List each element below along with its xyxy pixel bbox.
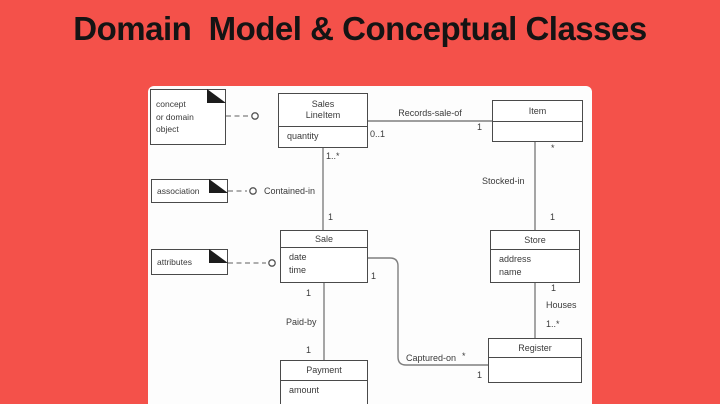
class-name-line: Sale: [314, 233, 333, 244]
class-attributes: [489, 358, 581, 382]
note-attributes: attributes: [151, 249, 228, 275]
assoc-label-captured-on: Captured-on: [406, 353, 457, 363]
connector-circle-icon: [268, 259, 276, 267]
class-store: Store address name: [490, 230, 580, 283]
assoc-label-houses: Houses: [546, 300, 577, 310]
class-name: Register: [489, 339, 581, 358]
line-captured-on: [368, 257, 488, 366]
class-register: Register: [488, 338, 582, 383]
attribute: date: [289, 252, 307, 262]
assoc-label-records-sale-of: Records-sale-of: [398, 108, 462, 118]
mult-register-houses: 1..*: [546, 319, 560, 329]
class-attributes: address name: [491, 250, 579, 282]
class-attributes: date time: [281, 248, 367, 282]
class-attributes: amount: [281, 381, 367, 404]
assoc-star-captured-on: *: [462, 351, 466, 361]
attribute: name: [499, 267, 522, 277]
note-text: object: [156, 124, 179, 135]
class-payment: Payment amount: [280, 360, 368, 404]
mult-sale-captured: 1: [371, 271, 377, 281]
note-text: or domain: [156, 111, 194, 122]
note-concept: concept or domain object: [150, 89, 226, 145]
assoc-label-contained-in: Contained-in: [264, 186, 316, 196]
class-name-line: Item: [528, 105, 547, 116]
mult-sale-contained: 1: [328, 212, 334, 222]
class-name-line: LineItem: [305, 110, 341, 120]
class-name-line: Store: [524, 234, 546, 245]
connector-circle-icon: [251, 112, 259, 120]
note-text: attributes: [157, 256, 192, 267]
class-sales-lineitem: Sales LineItem quantity: [278, 93, 368, 148]
class-name: Sale: [281, 231, 367, 248]
mult-lineitem-contained: 1..*: [326, 151, 340, 161]
mult-payment-paid: 1: [306, 345, 312, 355]
attribute: quantity: [287, 131, 319, 141]
class-attributes: quantity: [279, 127, 367, 147]
attribute: time: [289, 265, 307, 275]
mult-store-houses: 1: [551, 283, 557, 293]
class-name-line: Payment: [306, 365, 342, 375]
assoc-label-paid-by: Paid-by: [286, 317, 317, 327]
note-fold-icon: [207, 89, 226, 103]
class-attributes: [493, 122, 582, 141]
note-association: association: [151, 179, 228, 203]
class-sale: Sale date time: [280, 230, 368, 283]
attribute: address: [499, 254, 532, 264]
class-name: Store: [491, 231, 579, 250]
mult-item-stocked: *: [551, 143, 555, 153]
mult-item-records: 1: [477, 122, 483, 132]
note-text: concept: [156, 99, 186, 110]
class-name: Sales LineItem: [279, 94, 367, 127]
mult-register-captured: 1: [477, 370, 483, 380]
assoc-label-stocked-in: Stocked-in: [482, 176, 525, 186]
connector-circle-icon: [249, 187, 257, 195]
mult-sale-paid: 1: [306, 288, 312, 298]
class-name-line: Sales: [311, 99, 335, 109]
page-title: Domain Model & Conceptual Classes: [73, 10, 647, 47]
attribute: amount: [289, 385, 320, 395]
mult-store-stocked: 1: [550, 212, 556, 222]
class-name-line: Register: [518, 342, 552, 353]
mult-lineitem-records: 0..1: [370, 129, 386, 139]
class-name: Payment: [281, 361, 367, 381]
class-name: Item: [493, 101, 582, 122]
class-item: Item: [492, 100, 583, 142]
note-text: association: [157, 185, 200, 196]
